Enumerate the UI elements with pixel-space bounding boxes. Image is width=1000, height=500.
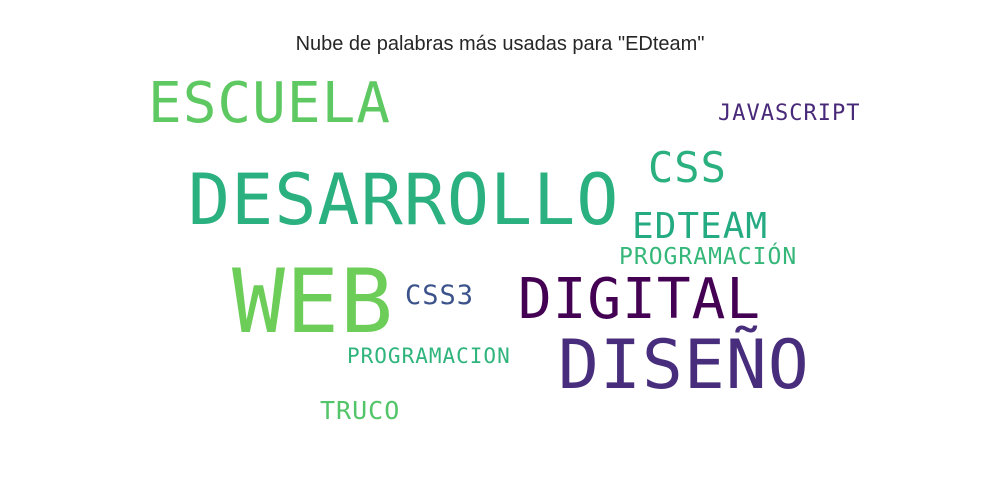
word-web: WEB — [232, 250, 394, 353]
word-edteam: EDTEAM — [632, 206, 769, 247]
chart-title: Nube de palabras más usadas para "EDteam… — [295, 33, 705, 55]
word-escuela: ESCUELA — [148, 71, 392, 136]
word-desarrollo: DESARROLLO — [188, 159, 620, 241]
word-digital: DIGITAL — [518, 267, 762, 332]
word-css: CSS — [648, 143, 727, 192]
word-truco: TRUCO — [320, 396, 401, 425]
word-css3: CSS3 — [405, 280, 475, 311]
word-programacion: PROGRAMACION — [347, 344, 511, 368]
word-diseño: DISEÑO — [558, 326, 810, 405]
word-javascript: JAVASCRIPT — [718, 101, 861, 126]
word-programación: PROGRAMACIÓN — [619, 244, 798, 270]
